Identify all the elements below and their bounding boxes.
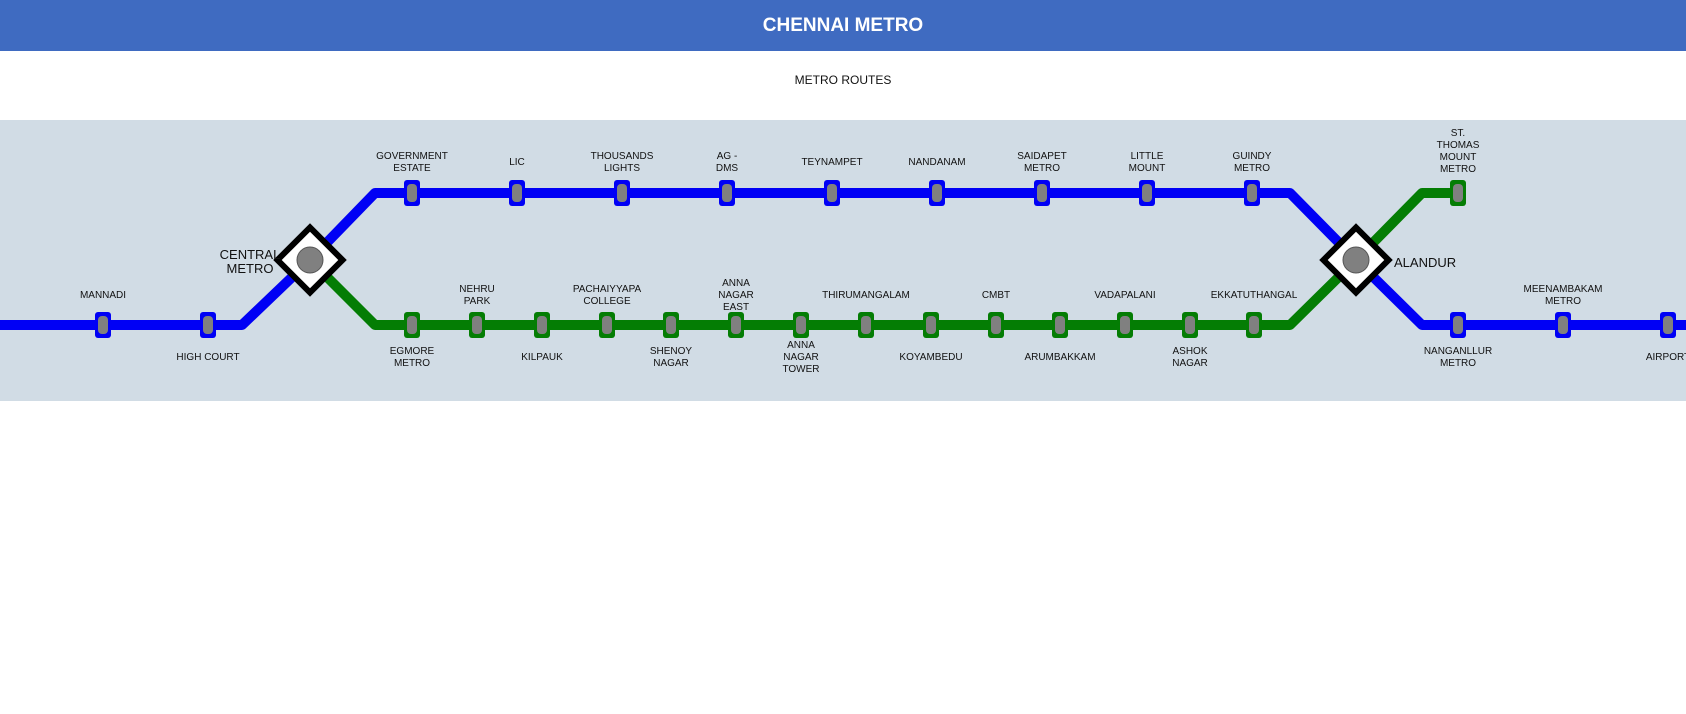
station-dot <box>1558 316 1568 334</box>
interchange-label-alandur: ALANDUR <box>1394 255 1456 270</box>
interchange-hub <box>1342 246 1370 274</box>
station-label-koyambedu: KOYAMBEDU <box>899 352 962 363</box>
station-dot <box>617 184 627 202</box>
station-label-mannadi: MANNADI <box>80 290 126 301</box>
station-dot <box>1185 316 1195 334</box>
station-label-vadapalani: VADAPALANI <box>1094 290 1155 301</box>
station-label-teynampet: TEYNAMPET <box>801 157 862 168</box>
header-bar: CHENNAI METRO <box>0 0 1686 51</box>
station-dot <box>1663 316 1673 334</box>
station-dot <box>722 184 732 202</box>
station-dot <box>932 184 942 202</box>
station-label-lic: LIC <box>509 157 525 168</box>
station-dot <box>926 316 936 334</box>
interchange-central[interactable] <box>273 223 347 297</box>
station-dot <box>1120 316 1130 334</box>
station-dot <box>827 184 837 202</box>
station-dot <box>1247 184 1257 202</box>
station-dot <box>1249 316 1259 334</box>
station-dot <box>991 316 1001 334</box>
station-dot <box>861 316 871 334</box>
interchange-hub <box>296 246 324 274</box>
page-subtitle: METRO ROUTES <box>794 73 892 87</box>
station-label-ag-dms: AG -DMS <box>716 151 739 174</box>
station-dot <box>407 316 417 334</box>
interchange-alandur[interactable] <box>1319 223 1393 297</box>
station-label-thirumangalam: THIRUMANGALAM <box>822 290 910 301</box>
station-label-airport: AIRPORT <box>1646 352 1686 363</box>
app-title: CHENNAI METRO <box>762 14 924 36</box>
station-label-high-court: HIGH COURT <box>176 352 239 363</box>
station-label-ekkatuthangal: EKKATUTHANGAL <box>1211 290 1298 301</box>
station-dot <box>1453 184 1463 202</box>
station-dot <box>602 316 612 334</box>
station-label-kilpauk: KILPAUK <box>521 352 563 363</box>
station-dot <box>472 316 482 334</box>
station-dot <box>407 184 417 202</box>
station-dot <box>731 316 741 334</box>
station-dot <box>796 316 806 334</box>
station-label-cmbt: CMBT <box>982 290 1010 301</box>
station-dot <box>666 316 676 334</box>
station-label-nandanam: NANDANAM <box>908 157 965 168</box>
station-dot <box>203 316 213 334</box>
station-dot <box>1037 184 1047 202</box>
station-dot <box>1055 316 1065 334</box>
green-line-south <box>306 188 1458 330</box>
station-dot <box>1453 316 1463 334</box>
station-label-arumbakkam: ARUMBAKKAM <box>1024 352 1095 363</box>
station-dot <box>512 184 522 202</box>
station-dot <box>537 316 547 334</box>
station-dot <box>98 316 108 334</box>
station-dot <box>1142 184 1152 202</box>
